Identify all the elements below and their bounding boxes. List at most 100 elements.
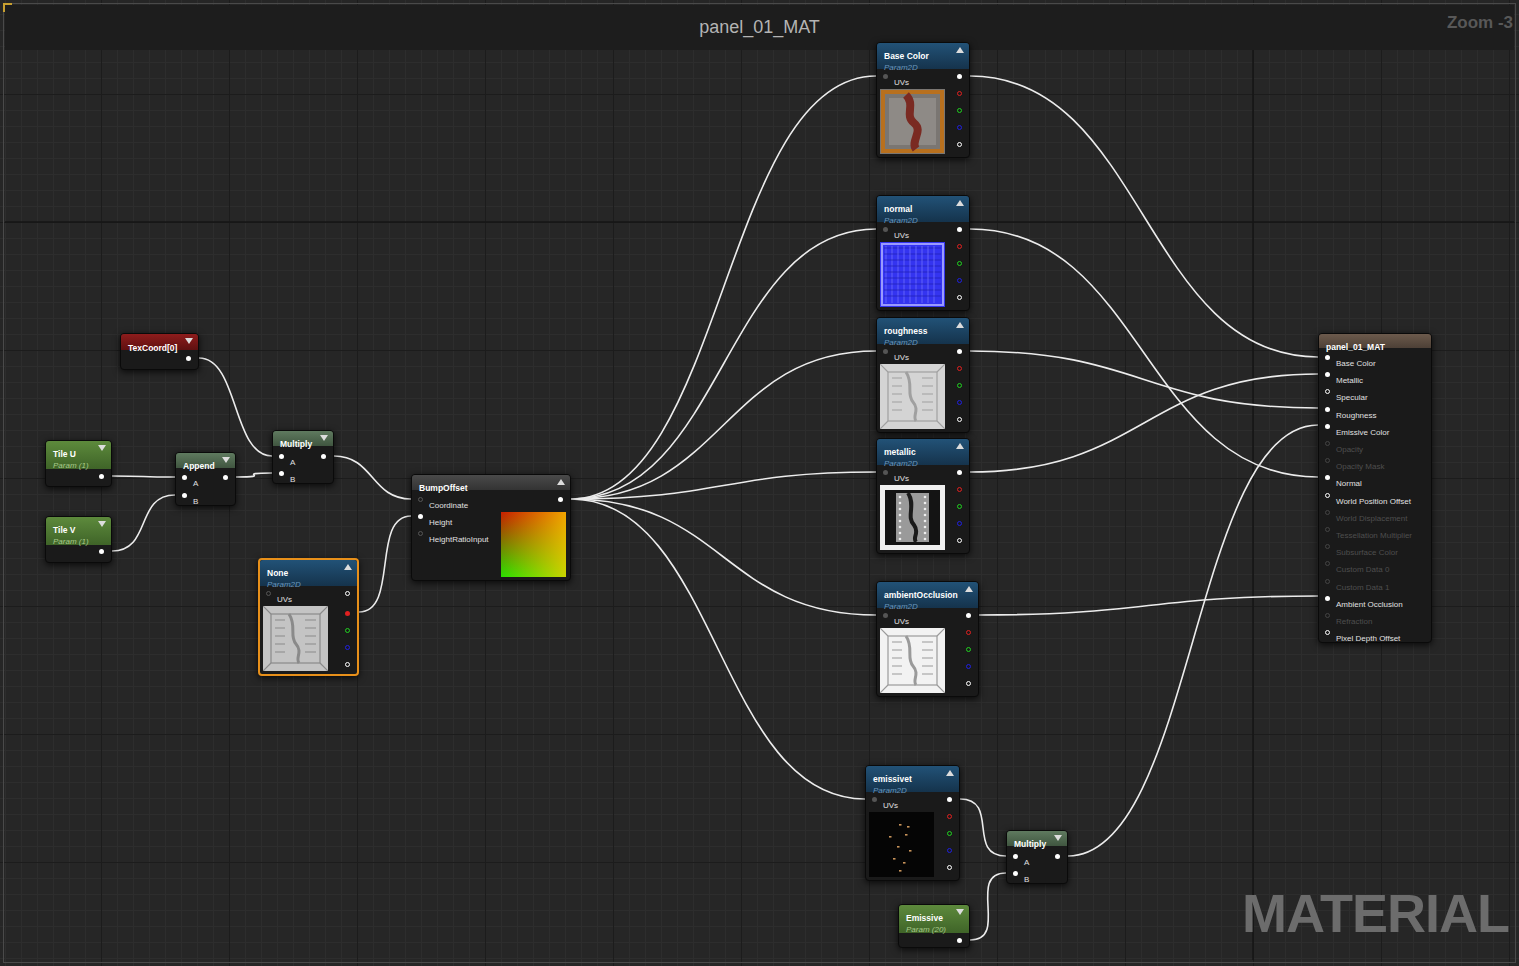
text-slot: panel_01_MAT [1326,337,1385,353]
pin [957,487,962,492]
node-title: None [267,568,288,578]
preview-shape [956,200,964,206]
material-node: normalParam2DUVs [876,195,970,311]
pin-label: A [193,479,198,488]
preview-stroke [906,95,918,149]
node-subtitle: Param2D [884,63,918,72]
preview-stroke [275,620,316,621]
texture-preview [263,606,328,671]
text-slot: Multiply [1014,834,1046,850]
pin [182,493,187,498]
texture-preview [880,89,945,154]
preview-shape [344,564,352,570]
pin-label: B [1024,875,1029,884]
pin-label: UVs [894,617,909,626]
pin-label: Emissive Color [1336,428,1389,437]
text-slot: Pixel Depth Offset [1336,628,1400,644]
preview-stroke [884,278,941,279]
text-slot: A [290,452,295,468]
node-wire [334,456,411,499]
text-slot: Normal [1336,473,1362,489]
preview-shape [320,435,328,441]
node-wire [571,76,876,499]
text-slot: HeightRatioInput [429,529,489,545]
text-slot: Base Color [1336,353,1376,369]
pin [1325,372,1330,377]
texture-preview [880,364,945,429]
text-slot: roughness [884,321,927,337]
text-slot: UVs [894,611,909,627]
preview-shape [98,445,106,451]
preview-shape [888,372,937,421]
collapse-arrow [557,479,565,485]
preview-stroke [892,386,933,387]
text-slot: Custom Data 1 [1336,577,1389,593]
pin-label: Refraction [1336,617,1372,626]
pin [957,74,962,79]
node-wire [970,873,1006,940]
pin-label: World Displacement [1336,514,1407,523]
pin-label: Opacity [1336,445,1363,454]
preview-stroke [263,606,328,671]
pin [345,611,350,616]
pin-label: Normal [1336,479,1362,488]
preview-shape [899,526,902,529]
pin [1325,458,1330,463]
preview-shape [888,636,937,685]
pin [957,91,962,96]
node-wire [571,499,865,799]
preview-stroke [908,493,916,542]
preview-stroke [892,394,933,395]
text-slot: Base Color [884,46,929,62]
node-wire [571,229,876,499]
material-node: Base ColorParam2DUVs [876,42,970,158]
preview-shape [899,496,902,499]
pin [1325,561,1330,566]
text-slot: Opacity Mask [1336,456,1384,472]
node-title: Multiply [280,439,312,449]
preview-stroke [892,410,933,411]
preview-shape [880,628,945,693]
pin-label: A [1024,858,1029,867]
pin [957,938,962,943]
title-band [5,5,1514,50]
preview-shape [880,364,945,429]
pin-label: B [193,497,198,506]
text-slot: B [1024,869,1029,885]
label-slot: MATERIAL [1242,886,1509,940]
node-wire [979,596,1318,615]
pin [1325,475,1330,480]
pin [1325,389,1330,394]
preview-stroke [934,246,935,303]
material-node: ambientOcclusionParam2DUVs [876,581,979,697]
pin [957,470,962,475]
pin [1325,527,1330,532]
label-slot: Zoom -3 [1447,14,1513,31]
preview-stroke [884,296,941,297]
preview-stroke [906,372,916,421]
preview-stroke [884,260,941,261]
material-node: roughnessParam2DUVs [876,317,970,433]
pin-label: UVs [277,595,292,604]
pin-label: UVs [894,474,909,483]
pin [883,613,888,618]
pin [957,142,962,147]
texture-preview [880,242,945,307]
preview-shape [222,457,230,463]
preview-stroke [275,652,316,653]
preview-stroke [275,636,316,637]
pin-label: Ambient Occlusion [1336,600,1403,609]
corner-mark [4,4,12,12]
pin-label: Pixel Depth Offset [1336,634,1400,643]
node-wire [112,476,175,477]
pin-label: Subsurface Color [1336,548,1398,557]
node-wire [199,358,272,456]
text-slot: A [1024,852,1029,868]
pin [872,797,877,802]
pin [957,366,962,371]
text-slot: Append [183,456,215,472]
dropdown-arrow [320,435,328,441]
pin-label: Custom Data 1 [1336,583,1389,592]
node-subtitle: Param2D [873,786,907,795]
pin [99,549,104,554]
